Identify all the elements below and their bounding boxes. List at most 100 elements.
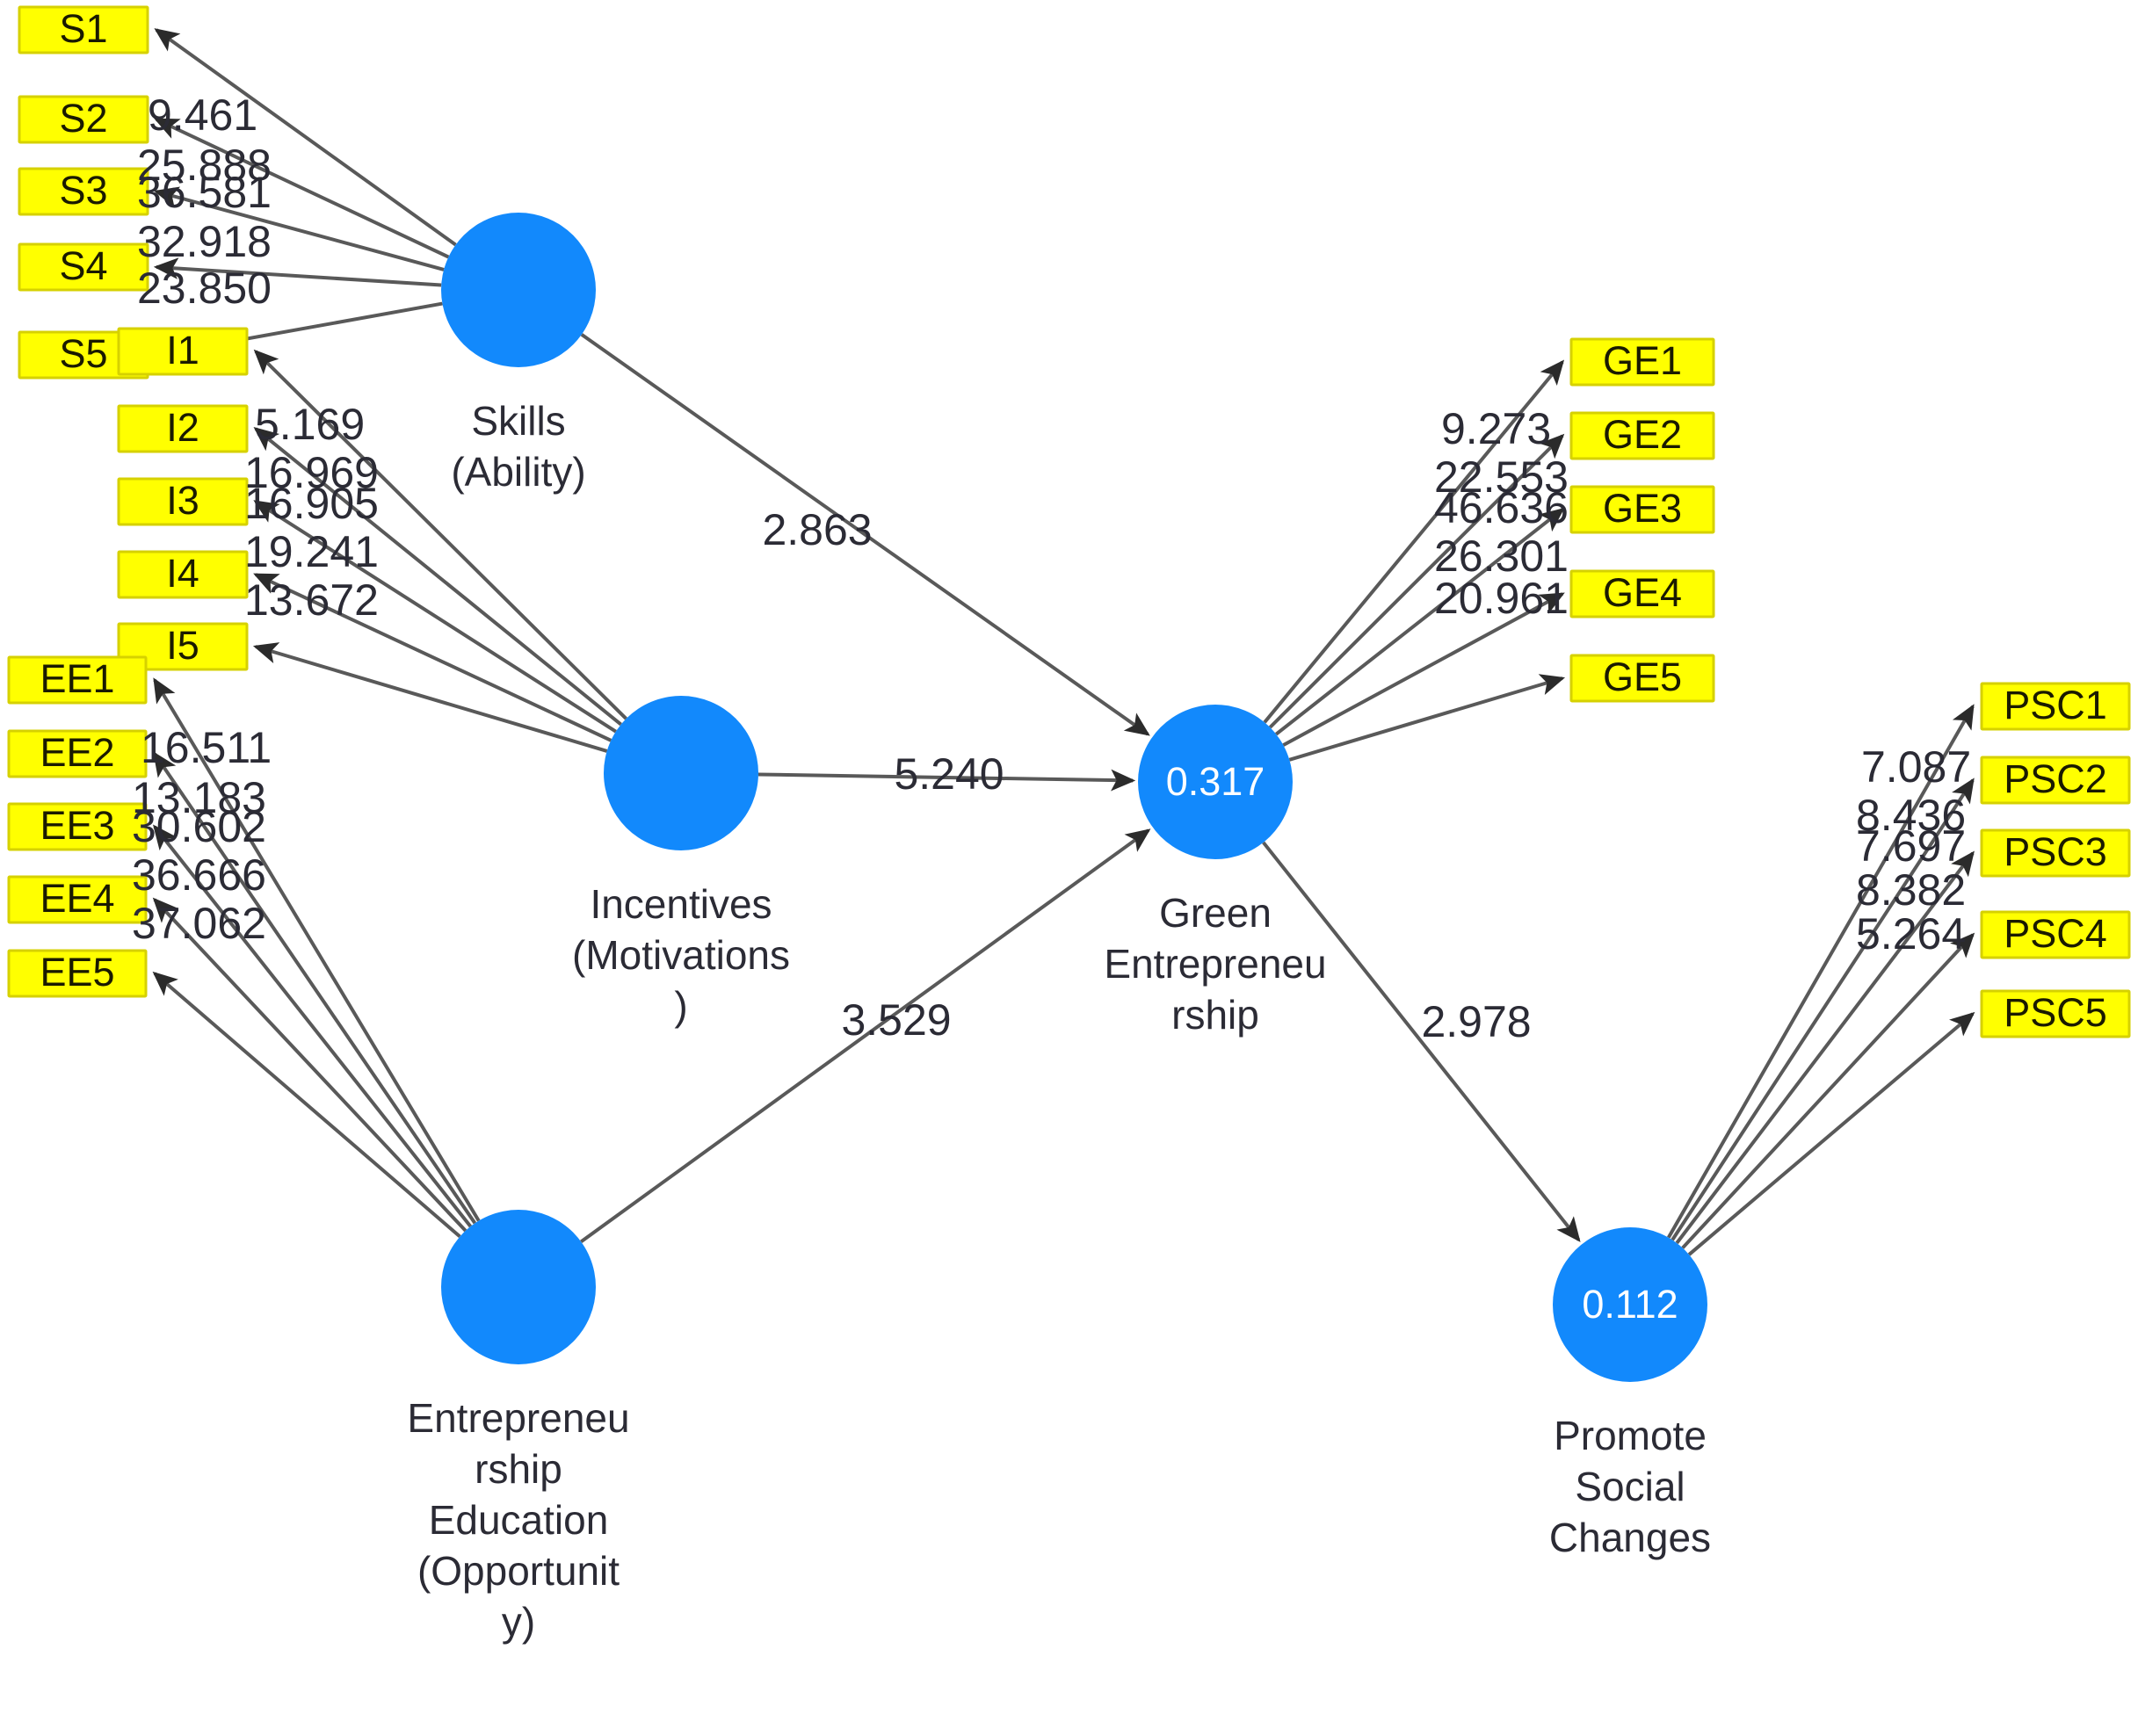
indicator-psc1[interactable]: PSC1 bbox=[1980, 682, 2131, 731]
indicator-psc5[interactable]: PSC5 bbox=[1980, 989, 2131, 1038]
loading-value-ee1: 16.511 bbox=[141, 723, 272, 772]
loading-value-psc5: 5.264 bbox=[1856, 909, 1966, 958]
indicator-ge1[interactable]: GE1 bbox=[1569, 337, 1715, 387]
indicator-i1[interactable]: I1 bbox=[117, 327, 249, 376]
indicator-box bbox=[1569, 411, 1715, 460]
loading-value-s1: 9.461 bbox=[148, 90, 257, 140]
loading-value-ee5: 37.062 bbox=[132, 899, 266, 948]
loading-value-ee3: 30.602 bbox=[132, 802, 266, 851]
indicator-label: GE5 bbox=[1603, 655, 1682, 699]
indicator-s1[interactable]: S1 bbox=[18, 5, 149, 54]
latent-node-promote-social-changes[interactable]: 0.112 bbox=[1553, 1227, 1707, 1382]
indicator-box bbox=[117, 622, 249, 671]
indicator-ge4[interactable]: GE4 bbox=[1569, 569, 1715, 618]
latent-name-line: (Ability) bbox=[451, 449, 585, 495]
latent-name-line: y) bbox=[502, 1599, 535, 1645]
indicator-box bbox=[18, 167, 149, 216]
measurement-edge-s2 bbox=[154, 118, 450, 259]
indicator-box bbox=[7, 802, 148, 851]
loading-value-psc1: 7.087 bbox=[1861, 742, 1971, 792]
measurement-edge-i5 bbox=[252, 642, 608, 753]
indicator-ge5[interactable]: GE5 bbox=[1569, 654, 1715, 703]
indicator-i5[interactable]: I5 bbox=[117, 622, 249, 671]
loading-value-ge3: 46.636 bbox=[1434, 483, 1569, 532]
indicator-psc2[interactable]: PSC2 bbox=[1980, 756, 2131, 805]
indicator-ge3[interactable]: GE3 bbox=[1569, 485, 1715, 534]
latent-node-green-entrepreneurship[interactable]: 0.317 bbox=[1138, 705, 1293, 859]
indicator-ee3[interactable]: EE3 bbox=[7, 802, 148, 851]
measurement-edge-ge2 bbox=[1268, 433, 1565, 729]
indicator-ge2[interactable]: GE2 bbox=[1569, 411, 1715, 460]
measurement-edge-ge4 bbox=[1282, 592, 1565, 747]
indicator-box bbox=[18, 95, 149, 144]
latent-name-line: rship bbox=[475, 1446, 562, 1492]
indicator-label: S4 bbox=[59, 243, 107, 288]
latent-node-entrepreneurship-education[interactable] bbox=[441, 1210, 596, 1364]
indicator-box bbox=[117, 404, 249, 453]
indicator-box bbox=[7, 875, 148, 924]
indicator-label: GE1 bbox=[1603, 338, 1682, 383]
loading-value-i5: 13.672 bbox=[244, 575, 379, 625]
indicator-s3[interactable]: S3 bbox=[18, 167, 149, 216]
measurement-edge-ge3 bbox=[1274, 508, 1565, 736]
loading-value-ee4: 36.666 bbox=[132, 850, 266, 900]
indicator-ee4[interactable]: EE4 bbox=[7, 875, 148, 924]
latent-label-incentives: Incentives (Motivations) bbox=[572, 881, 790, 1029]
latent-name-line: Entrepreneu bbox=[1104, 941, 1326, 987]
indicator-box bbox=[1980, 989, 2131, 1038]
latent-name-line: rship bbox=[1171, 992, 1259, 1038]
indicator-box bbox=[7, 949, 148, 998]
structural-path-ge-to-psc bbox=[1262, 841, 1581, 1242]
loading-value-ge2: 22.553 bbox=[1434, 452, 1569, 502]
path-coefficient-skills-to-ge: 2.863 bbox=[762, 505, 872, 554]
measurement-edge-ee5 bbox=[152, 971, 461, 1239]
indicator-s4[interactable]: S4 bbox=[18, 242, 149, 292]
latent-node-skills[interactable] bbox=[441, 213, 596, 367]
loading-value-ge4: 26.301 bbox=[1434, 532, 1569, 581]
loading-value-i2: 16.969 bbox=[244, 448, 379, 497]
indicator-box bbox=[1569, 337, 1715, 387]
indicator-s5[interactable]: S5 bbox=[18, 330, 149, 380]
indicator-ee2[interactable]: EE2 bbox=[7, 729, 148, 778]
indicator-label: PSC2 bbox=[2004, 756, 2107, 801]
latent-circle bbox=[1138, 705, 1293, 859]
indicator-ee1[interactable]: EE1 bbox=[7, 655, 148, 705]
measurement-edge-i4 bbox=[253, 573, 612, 742]
measurement-edge-i3 bbox=[253, 500, 617, 734]
measurement-edge-s1 bbox=[154, 28, 457, 247]
indicator-box bbox=[1980, 682, 2131, 731]
latent-node-incentives[interactable] bbox=[604, 696, 758, 850]
indicator-i3[interactable]: I3 bbox=[117, 477, 249, 526]
indicator-box bbox=[1980, 910, 2131, 959]
latent-name-line: (Motivations bbox=[572, 932, 790, 978]
indicator-box bbox=[117, 550, 249, 599]
measurement-edge-ee2 bbox=[153, 751, 477, 1225]
measurement-edge-ge5 bbox=[1288, 674, 1566, 762]
loading-value-ge1: 9.273 bbox=[1441, 404, 1551, 453]
indicator-psc4[interactable]: PSC4 bbox=[1980, 910, 2131, 959]
indicator-i2[interactable]: I2 bbox=[117, 404, 249, 453]
measurement-edge-ge1 bbox=[1263, 359, 1565, 724]
loading-value-psc4: 8.382 bbox=[1856, 865, 1966, 915]
indicator-box bbox=[1569, 569, 1715, 618]
indicator-ee5[interactable]: EE5 bbox=[7, 949, 148, 998]
indicator-label: PSC3 bbox=[2004, 829, 2107, 874]
latent-name-line: ) bbox=[674, 983, 687, 1029]
indicator-box bbox=[117, 477, 249, 526]
indicator-label: EE2 bbox=[40, 730, 114, 775]
loading-value-i3: 16.905 bbox=[244, 479, 379, 528]
indicator-label: S5 bbox=[59, 331, 107, 376]
indicator-s2[interactable]: S2 bbox=[18, 95, 149, 144]
latent-name-line: Entrepreneu bbox=[407, 1395, 629, 1441]
indicator-label: S3 bbox=[59, 168, 107, 213]
latent-name-line: Incentives bbox=[590, 881, 772, 927]
indicator-i4[interactable]: I4 bbox=[117, 550, 249, 599]
indicator-label: I4 bbox=[166, 551, 199, 596]
indicator-psc3[interactable]: PSC3 bbox=[1980, 828, 2131, 878]
edges-layer bbox=[152, 28, 1975, 1256]
loading-value-ge5: 20.961 bbox=[1434, 574, 1569, 623]
structural-path-incentives-to-ge bbox=[757, 769, 1136, 792]
